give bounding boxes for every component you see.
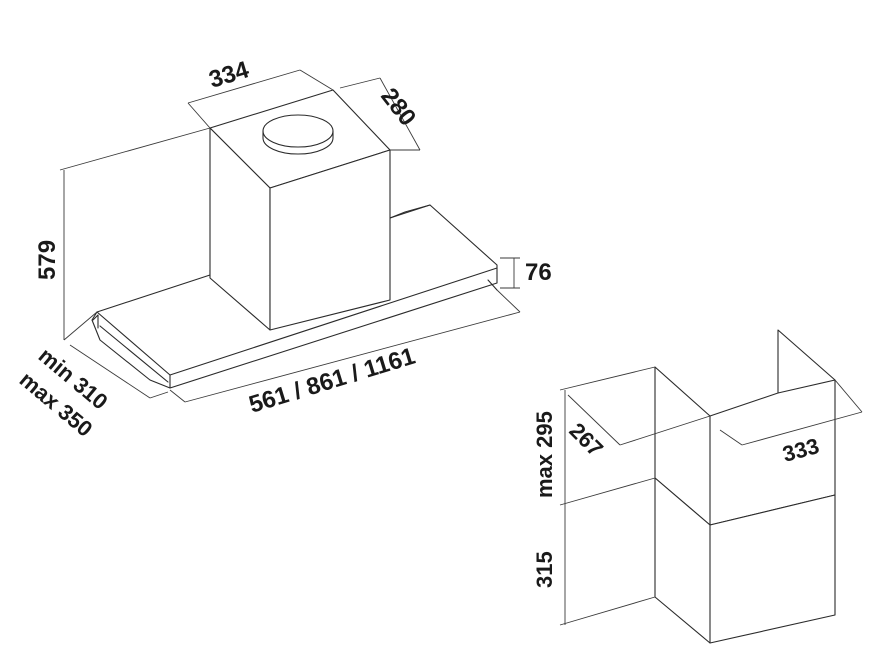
dim-glass-height-label: 76 xyxy=(525,259,552,286)
dim-chimney-depth-label: 267 xyxy=(564,418,608,462)
exhaust-collar xyxy=(262,114,334,155)
hood-dimensions xyxy=(59,69,521,403)
dim-upper-height-label: max 295 xyxy=(532,411,557,498)
dim-lower-height-label: 315 xyxy=(532,551,557,588)
chimney-upper-section xyxy=(654,329,836,526)
dim-widths-label: 561 / 861 / 1161 xyxy=(246,343,419,419)
dim-depth-top-label: 334 xyxy=(206,56,253,94)
telescopic-chimney xyxy=(654,329,836,644)
chimney-dimensions xyxy=(559,366,863,626)
dim-width-top-label: 280 xyxy=(375,83,421,131)
cooker-hood xyxy=(91,89,498,389)
hood-chimney-block xyxy=(209,89,391,331)
dim-height-label: 579 xyxy=(34,240,61,280)
